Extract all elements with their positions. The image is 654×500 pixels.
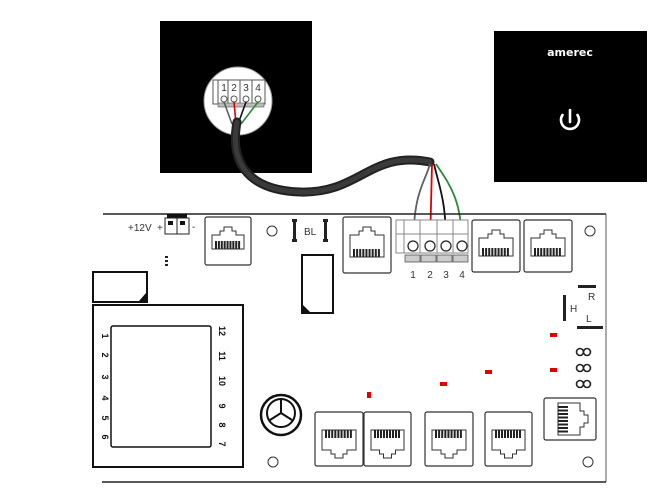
- jumper-l-label: L: [586, 314, 592, 325]
- red-led: [485, 370, 492, 374]
- transformer-pin-label: 8: [217, 422, 227, 427]
- circuit-board: +12V + - BL: [92, 213, 607, 483]
- jumper-h-label: H: [570, 304, 577, 315]
- rj45-port[interactable]: [424, 411, 474, 467]
- wall-wire-1: [223, 101, 233, 125]
- wall-terminal-4: 4: [255, 83, 261, 94]
- wall-terminal-2: 2: [231, 83, 237, 94]
- mounting-hole: [584, 225, 596, 237]
- bl-jumper[interactable]: BL: [292, 219, 328, 242]
- rj45-port[interactable]: [523, 219, 573, 273]
- rj45-port[interactable]: [342, 216, 392, 274]
- rj45-port[interactable]: [471, 219, 521, 273]
- control-panel: amerec: [494, 31, 647, 182]
- red-led: [550, 368, 557, 372]
- transformer-pins-left: 1 2 3 4 5 6: [100, 333, 110, 439]
- fan-icon: [259, 393, 303, 437]
- transformer-pin-label: 4: [100, 395, 110, 400]
- bl-label: BL: [304, 227, 317, 238]
- rj45-port[interactable]: [543, 397, 597, 441]
- jumper-h[interactable]: [563, 295, 566, 321]
- transformer-pin-label: 5: [100, 415, 110, 420]
- board-terminal-block[interactable]: 1 2 3 4: [395, 219, 469, 281]
- brand-logo: amerec: [547, 46, 593, 59]
- transformer-pin-label: 1: [100, 333, 110, 338]
- rj45-port[interactable]: [363, 411, 412, 467]
- status-leds: [367, 333, 557, 398]
- red-led: [440, 382, 447, 386]
- wall-terminal-3: 3: [243, 83, 249, 94]
- transformer-pin-label: 7: [217, 441, 227, 446]
- jumper-l[interactable]: [577, 326, 603, 329]
- wall-terminal-block: 1 2 3 4: [212, 79, 266, 108]
- rhl-jumpers[interactable]: R H L: [563, 285, 603, 329]
- pin-headers: [575, 347, 592, 389]
- wall-wire-4: [240, 101, 259, 125]
- red-led: [367, 392, 371, 398]
- control-panel-face: [494, 31, 647, 182]
- rj45-port[interactable]: [484, 411, 533, 467]
- rj45-port[interactable]: [204, 216, 252, 266]
- transformer-pin-label: 12: [217, 326, 227, 336]
- board-terminal-1: 1: [410, 270, 416, 281]
- transformer-pins-right: 12 11 10 9 8 7: [217, 326, 227, 447]
- transformer-pin-label: 9: [217, 403, 227, 408]
- power-minus-label: -: [192, 222, 195, 233]
- transformer-pin-label: 6: [100, 434, 110, 439]
- board-terminal-2: 2: [427, 270, 433, 281]
- jumper-r-label: R: [588, 292, 595, 303]
- board-terminal-4: 4: [459, 270, 465, 281]
- rj45-port[interactable]: [314, 411, 364, 467]
- small-dots: [165, 256, 168, 266]
- wall-terminal-1: 1: [221, 83, 227, 94]
- rj45-ports: [204, 216, 597, 467]
- mounting-hole: [267, 456, 279, 468]
- transformer-pin-label: 2: [100, 352, 110, 357]
- mounting-hole: [582, 456, 594, 468]
- jumper-r[interactable]: [578, 285, 596, 288]
- power-connector[interactable]: [164, 214, 190, 235]
- power-plus-label: +: [157, 223, 163, 234]
- mounting-hole: [266, 225, 278, 237]
- board-terminal-3: 3: [443, 270, 449, 281]
- transformer-pin-label: 11: [217, 351, 227, 361]
- red-led: [550, 333, 557, 337]
- relay: [301, 254, 334, 314]
- transformer-pin-label: 3: [100, 374, 110, 379]
- power-label: +12V: [128, 223, 152, 234]
- power-icon[interactable]: [559, 108, 581, 131]
- transformer-pin-label: 10: [217, 376, 227, 386]
